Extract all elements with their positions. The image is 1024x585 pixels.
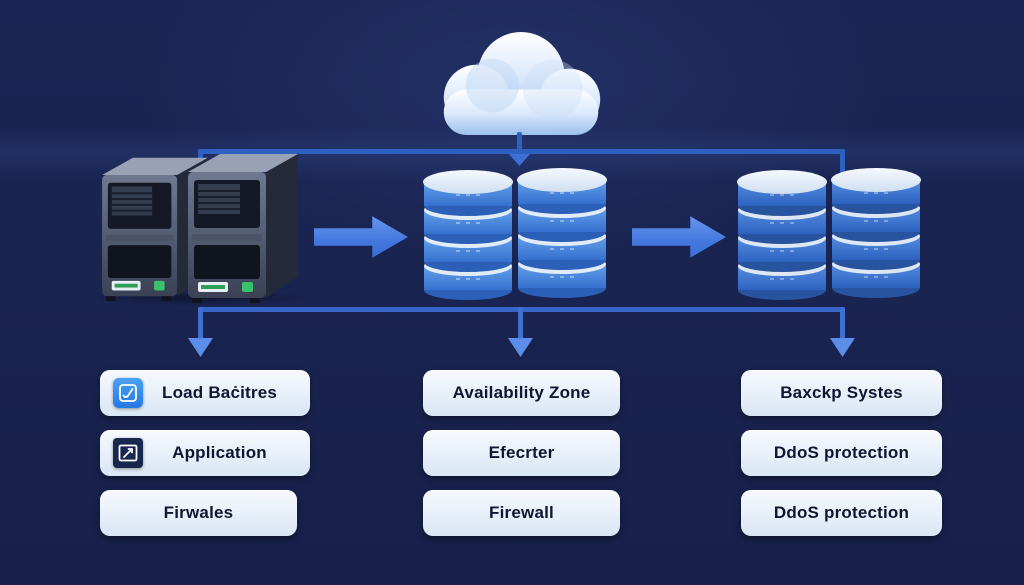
label-text: Application xyxy=(172,443,267,462)
down-stem-right xyxy=(840,307,845,339)
label-box-ddos-protection-2: DdoS protection xyxy=(741,490,942,536)
label-box-load-balancers: Load Baċitres xyxy=(100,370,310,416)
cloud-icon xyxy=(443,32,601,136)
down-arrow-right-icon xyxy=(830,338,855,357)
label-text: DdoS protection xyxy=(773,503,910,522)
label-text: Availability Zone xyxy=(452,383,591,402)
label-text: Firewall xyxy=(489,503,554,522)
flow-arrow-db-to-backup-icon xyxy=(632,216,726,258)
database-stack-backup-icon xyxy=(830,162,922,302)
label-box-firewalls: Firwales xyxy=(100,490,297,536)
database-stack-backup-icon xyxy=(736,164,828,304)
down-stem-middle xyxy=(518,307,523,339)
down-arrow-middle-icon xyxy=(508,338,533,357)
label-box-ddos-protection-1: DdoS protection xyxy=(741,430,942,476)
label-text: DdoS protection xyxy=(773,443,910,462)
label-text: Firwales xyxy=(163,503,234,522)
label-box-firewall: Firewall xyxy=(423,490,620,536)
label-box-efecrter: Efecrter xyxy=(423,430,620,476)
label-box-availability-zone: Availability Zone xyxy=(423,370,620,416)
top-connector-right-drop xyxy=(840,149,845,175)
label-text: Efecrter xyxy=(488,443,555,462)
trend-arrow-icon xyxy=(113,438,143,468)
label-box-backup-systems: Baxckp Systes xyxy=(741,370,942,416)
label-text: Load Baċitres xyxy=(161,383,278,402)
top-connector-line xyxy=(198,149,845,154)
down-arrow-left-icon xyxy=(188,338,213,357)
server-towers-icon xyxy=(102,154,298,303)
database-stack-icon xyxy=(422,164,514,304)
down-stem-left xyxy=(198,307,203,339)
database-stack-icon xyxy=(516,162,608,302)
label-box-application: Application xyxy=(100,430,310,476)
cloud-connector-stem xyxy=(517,132,522,152)
flow-arrow-servers-to-db-icon xyxy=(314,216,408,258)
label-text: Baxckp Systes xyxy=(780,383,903,402)
chart-line-icon xyxy=(113,378,143,408)
